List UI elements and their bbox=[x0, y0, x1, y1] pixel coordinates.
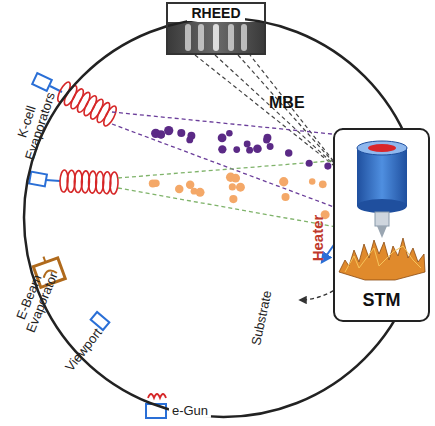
flux-dot bbox=[158, 132, 165, 139]
flux-dot bbox=[319, 180, 327, 188]
node-title: MBE bbox=[269, 94, 305, 112]
flux-dot bbox=[233, 146, 240, 153]
flux-dot bbox=[246, 147, 253, 154]
rheed-streak bbox=[213, 24, 219, 51]
rheed-streak bbox=[241, 24, 247, 51]
beam-cone bbox=[112, 112, 342, 228]
flux-dot bbox=[164, 126, 173, 135]
flux-dot bbox=[324, 163, 331, 170]
flux-dot bbox=[226, 130, 233, 137]
flux-dot bbox=[309, 178, 315, 184]
rheed-streak bbox=[185, 24, 191, 51]
flux-dot bbox=[231, 174, 240, 183]
heater-label: Heater bbox=[310, 208, 327, 268]
gun-label: e-Gun bbox=[169, 404, 211, 418]
rheed-streak bbox=[198, 24, 204, 51]
flux-dot bbox=[306, 160, 313, 167]
flux-dot bbox=[253, 144, 262, 153]
rheed-beam bbox=[195, 55, 342, 172]
port-label: Viewport bbox=[57, 318, 111, 382]
flux-dot bbox=[218, 134, 227, 143]
substrate-label: Substrate bbox=[247, 277, 278, 358]
flux-dot bbox=[186, 180, 194, 188]
flux-dot bbox=[175, 185, 183, 193]
flux-dot bbox=[279, 177, 288, 186]
stm-panel: STM bbox=[333, 128, 430, 322]
node-title: RHEED bbox=[187, 5, 244, 21]
flux-dot bbox=[236, 183, 245, 192]
flux-dot bbox=[281, 193, 289, 201]
flux-dot bbox=[267, 143, 274, 150]
node-title: STM bbox=[363, 290, 401, 311]
rheed-streaks bbox=[185, 24, 247, 51]
rheed-screen-box: RHEED bbox=[166, 2, 266, 55]
evaporator-label: E-Beam Evaporator bbox=[7, 256, 65, 345]
coil-turn bbox=[110, 172, 119, 194]
coil-turn bbox=[101, 104, 118, 127]
evaporator-label: K-cell Evaporators bbox=[6, 76, 62, 172]
flux-dot bbox=[186, 136, 193, 143]
flux-dot bbox=[149, 179, 157, 187]
flux-dot bbox=[177, 129, 185, 137]
flux-dot bbox=[229, 195, 237, 203]
flux-dot bbox=[218, 145, 226, 153]
stm-illustration bbox=[335, 132, 428, 282]
flux-dots bbox=[149, 126, 332, 219]
flux-dot bbox=[196, 188, 205, 197]
rheed-streak bbox=[228, 24, 234, 51]
flux-dot bbox=[263, 136, 270, 143]
flux-dot bbox=[285, 149, 292, 156]
flux-dot bbox=[229, 183, 236, 190]
rheed-screen bbox=[168, 22, 264, 53]
flux-dot bbox=[244, 141, 251, 148]
